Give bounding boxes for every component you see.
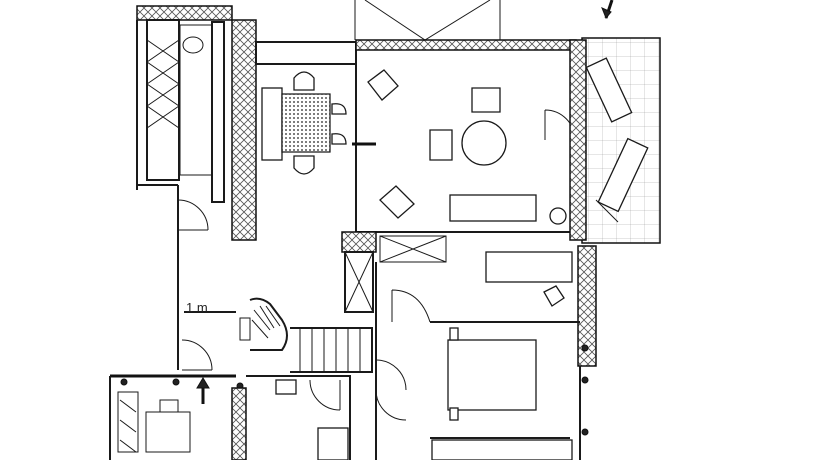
living-room xyxy=(355,39,581,263)
bathroom xyxy=(109,374,351,460)
dimension-label: 1 m xyxy=(186,300,208,315)
dining-area xyxy=(255,41,376,250)
terrace xyxy=(569,37,661,367)
kitchen xyxy=(136,5,257,241)
bedroom xyxy=(375,251,589,460)
hallway xyxy=(177,185,377,373)
